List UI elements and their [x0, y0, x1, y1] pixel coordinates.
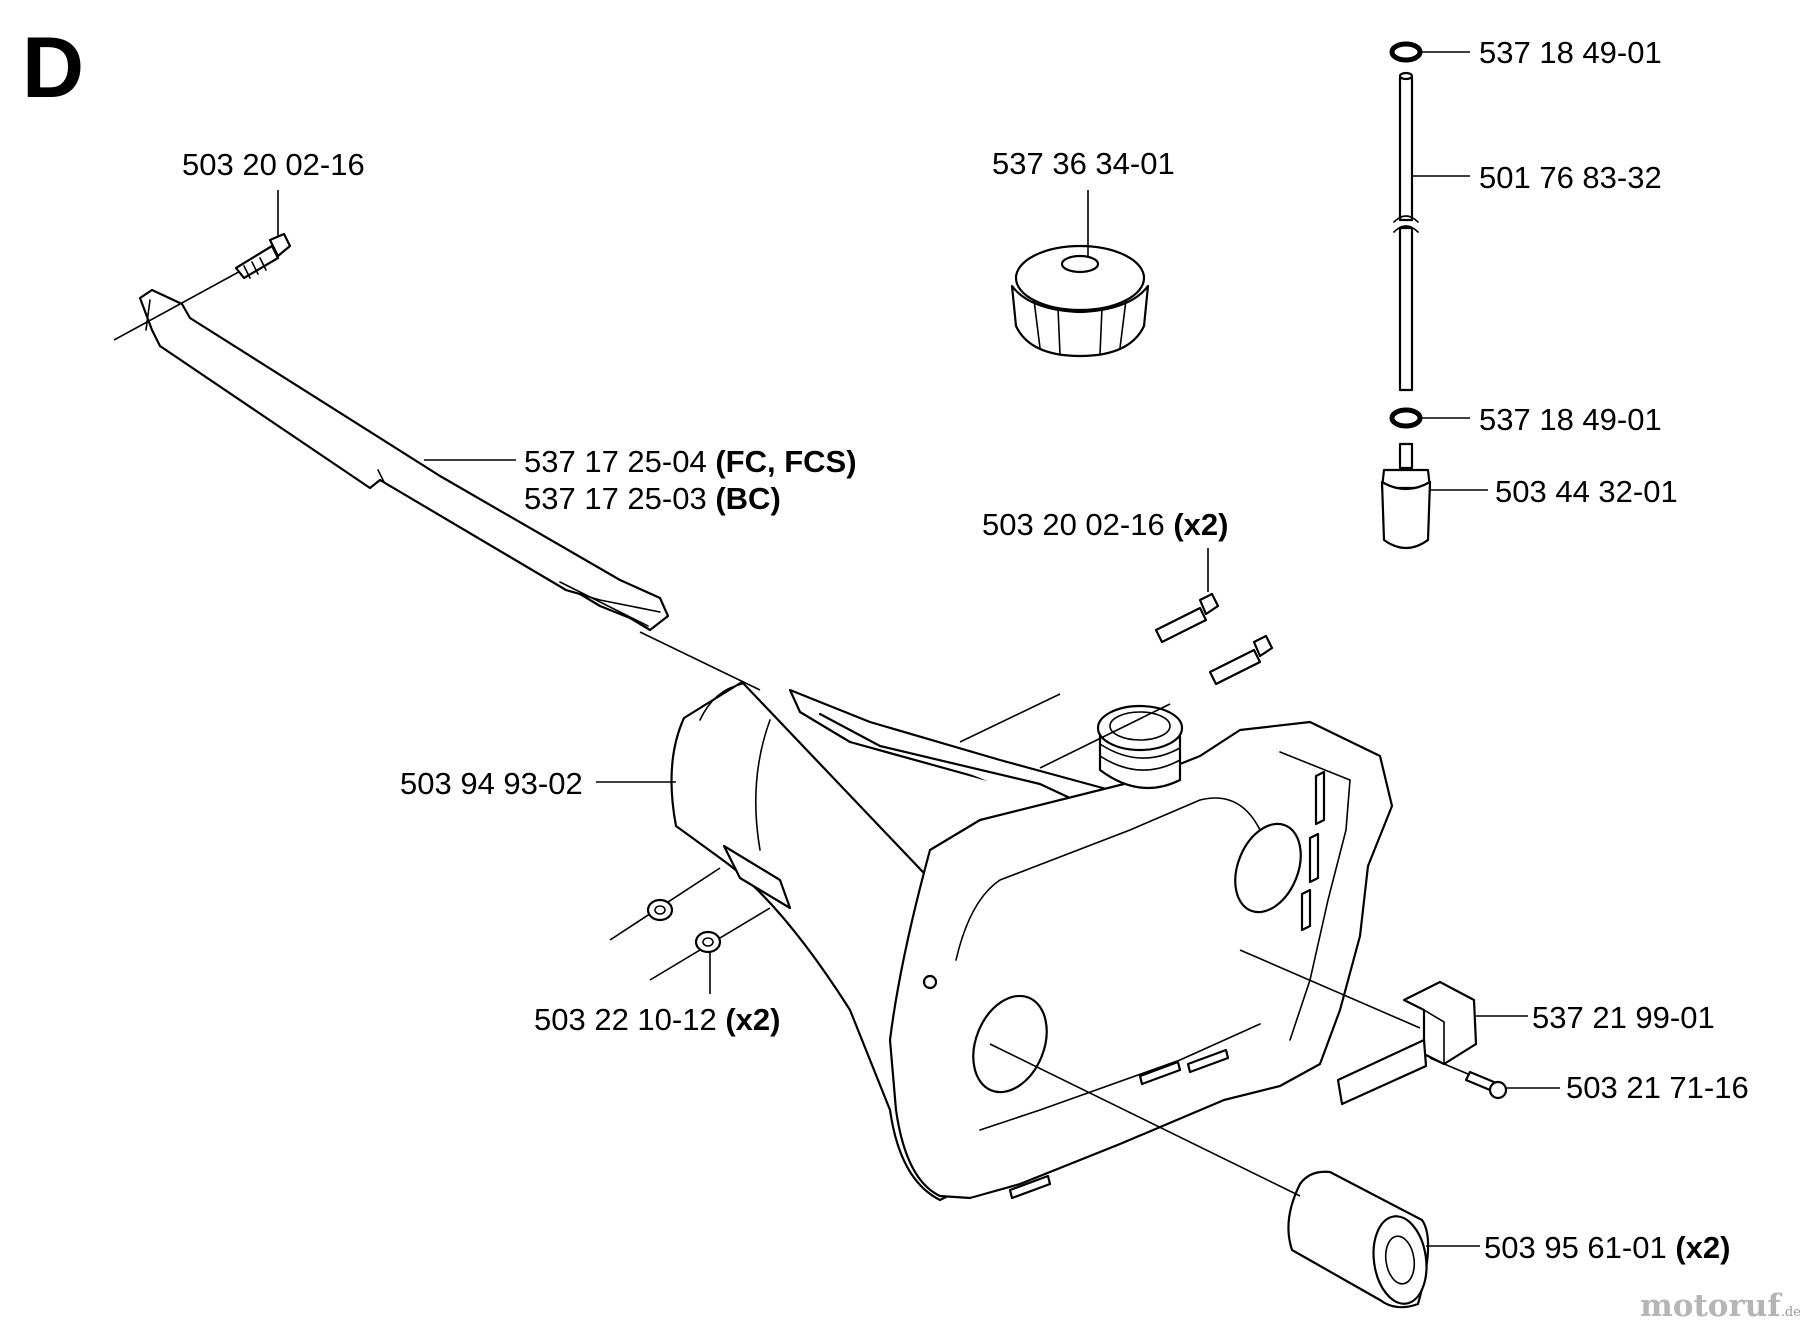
watermark-brand: motoruf	[1640, 1288, 1781, 1324]
screw-top-left-part	[234, 232, 292, 280]
label-nuts: 503 22 10-12 (x2)	[534, 1002, 780, 1038]
label-oring-bottom: 537 18 49-01	[1479, 402, 1662, 437]
damper-part-number: 503 95 61-01	[1484, 1230, 1667, 1265]
bracket-screw-part	[1464, 1070, 1508, 1100]
label-screw-top-left: 503 20 02-16	[182, 147, 365, 182]
oring-top-part	[1389, 41, 1423, 63]
fuel-hose-part	[1393, 71, 1419, 392]
label-handle-fc: 537 17 25-04 (FC, FCS)	[524, 444, 857, 480]
handle-bc-part-number: 537 17 25-03	[524, 481, 707, 516]
oring-bottom-part	[1389, 407, 1423, 429]
damper-part	[1287, 1170, 1430, 1309]
handle-part	[138, 288, 670, 632]
tank-part	[670, 680, 1394, 1202]
label-bracket: 537 21 99-01	[1532, 1000, 1715, 1035]
label-tank: 503 94 93-02	[400, 766, 583, 801]
nut-part-number: 503 22 10-12	[534, 1002, 717, 1037]
label-damper: 503 95 61-01 (x2)	[1484, 1230, 1730, 1266]
damper-qty: (x2)	[1675, 1230, 1731, 1265]
label-oring-top: 537 18 49-01	[1479, 35, 1662, 70]
label-fuel-cap: 537 36 34-01	[992, 146, 1175, 181]
label-bracket-screw: 503 21 71-16	[1566, 1070, 1749, 1105]
bracket-part	[1336, 980, 1478, 1106]
screw-pair-part	[1154, 592, 1274, 686]
label-handle-bc: 537 17 25-03 (BC)	[524, 481, 781, 517]
watermark-logo: motoruf.de	[1640, 1288, 1800, 1324]
section-letter: D	[22, 20, 85, 116]
nut-pair-part	[646, 898, 722, 954]
screw-pair-qty: (x2)	[1173, 507, 1229, 542]
nut-qty: (x2)	[725, 1002, 781, 1037]
label-fuel-filter: 503 44 32-01	[1495, 474, 1678, 509]
watermark-suffix: .de	[1780, 1305, 1800, 1320]
fuel-cap-part	[1010, 244, 1150, 358]
label-fuel-hose: 501 76 83-32	[1479, 160, 1662, 195]
label-screw-pair: 503 20 02-16 (x2)	[982, 507, 1228, 543]
handle-fc-variant: (FC, FCS)	[715, 444, 857, 479]
screw-pair-part-number: 503 20 02-16	[982, 507, 1165, 542]
handle-bc-variant: (BC)	[715, 481, 781, 516]
handle-fc-part-number: 537 17 25-04	[524, 444, 707, 479]
fuel-filter-part	[1380, 442, 1432, 550]
